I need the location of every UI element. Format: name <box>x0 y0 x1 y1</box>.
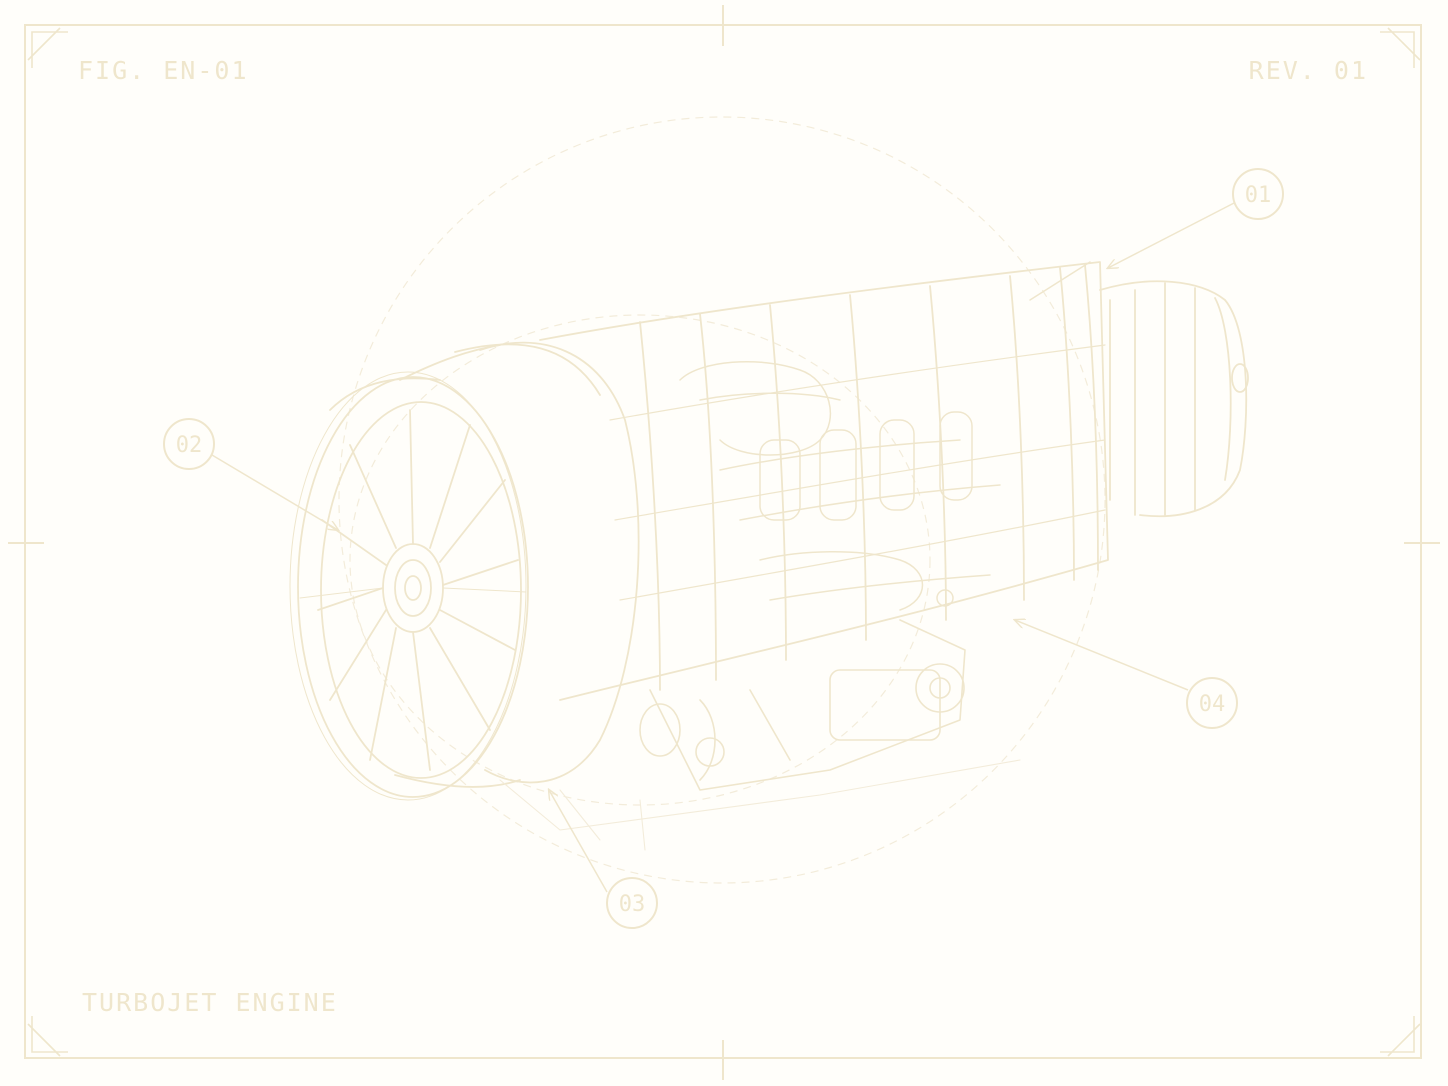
inlet-fan <box>289 371 529 801</box>
corner-bracket-top-right-diagonal <box>1387 27 1421 61</box>
corner-bracket-bottom-right-diagonal <box>1387 1023 1421 1057</box>
engine-stand <box>499 759 1021 851</box>
leader-line-03 <box>549 790 608 893</box>
corner-brackets <box>27 27 1421 1057</box>
accessory-gearbox <box>639 619 966 791</box>
construction-circle-outer <box>338 116 1106 884</box>
callout-bubble-01: 01 <box>1232 168 1284 220</box>
callout-bubble-04: 04 <box>1186 677 1238 729</box>
callout-bubble-02: 02 <box>163 418 215 470</box>
callout-number-03: 03 <box>619 892 646 917</box>
exhaust-nozzle <box>1099 280 1249 518</box>
drawing-title: TURBOJET ENGINE <box>82 988 338 1017</box>
inlet-cowl <box>329 341 640 788</box>
turbojet-engine-illustration <box>289 261 1249 851</box>
engine-casing <box>539 261 1109 701</box>
corner-bracket-top-left-diagonal <box>27 27 61 61</box>
callout-number-02: 02 <box>176 433 203 458</box>
callout-number-04: 04 <box>1199 692 1226 717</box>
accessory-piping <box>679 261 1091 611</box>
callout-bubble-03: 03 <box>606 877 658 929</box>
callout-number-01: 01 <box>1245 183 1272 208</box>
figure-id-label: FIG. EN-01 <box>78 56 249 85</box>
revision-label: REV. 01 <box>1248 56 1368 85</box>
leader-line-04 <box>1015 620 1189 691</box>
sheet-frame <box>24 24 1422 1059</box>
registration-marks <box>8 5 1440 1080</box>
corner-bracket-bottom-left-diagonal <box>27 1023 61 1057</box>
callout-leaders <box>211 201 1237 893</box>
leader-line-02 <box>211 454 338 530</box>
leader-line-01 <box>1108 201 1237 268</box>
